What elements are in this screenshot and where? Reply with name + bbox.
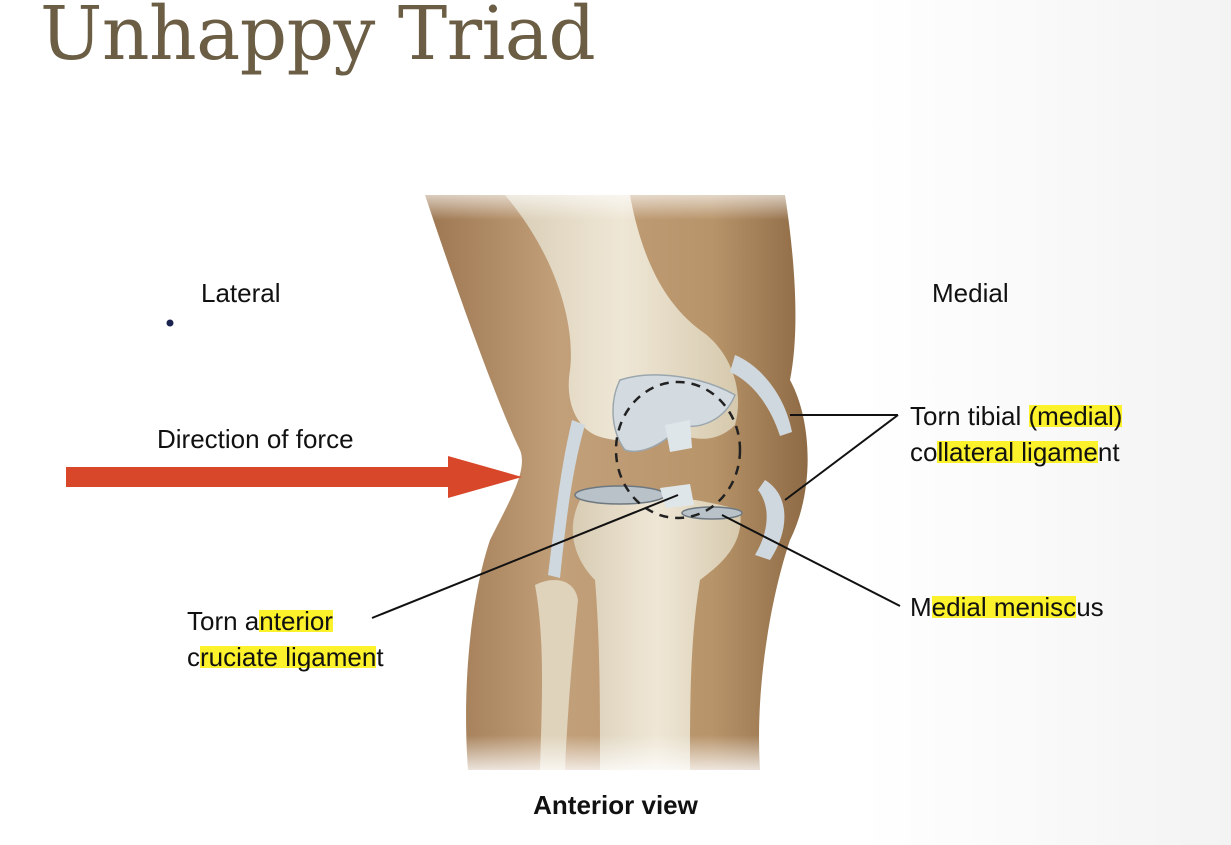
- mcl-lower-stump: [755, 480, 785, 560]
- mcl-label: Torn tibial (medial) collateral ligament: [910, 398, 1123, 470]
- acl-upper-stump: [665, 420, 692, 452]
- lateral-label: Lateral: [201, 278, 281, 308]
- mcl-label-line2: collateral ligament: [910, 437, 1120, 467]
- mcl-upper-stump: [730, 355, 792, 436]
- acl-label-line2: cruciate ligament: [187, 642, 384, 672]
- mcl-leader-lower: [784, 414, 899, 501]
- force-arrow: [66, 456, 522, 498]
- lateral-meniscus: [574, 485, 666, 505]
- diagram-caption: Anterior view: [533, 790, 698, 820]
- fibula: [535, 580, 578, 770]
- mcl-label-line1: Torn tibial (medial): [910, 401, 1123, 431]
- lateral-collateral-ligament: [548, 420, 585, 578]
- acl-label-line1: Torn anterior: [187, 606, 333, 636]
- medial-label: Medial: [932, 278, 1009, 308]
- acl-label: Torn anterior cruciate ligament: [187, 603, 384, 675]
- dot-marker: [166, 319, 174, 327]
- leg-skin: [425, 195, 808, 770]
- acl-leader: [371, 494, 679, 619]
- injury-outline: [614, 380, 742, 520]
- direction-of-force-label: Direction of force: [157, 424, 354, 454]
- tibia: [572, 494, 741, 770]
- medial-meniscus: [681, 506, 743, 520]
- meniscus-leader: [721, 514, 901, 607]
- slide-title: Unhappy Triad: [40, 0, 596, 77]
- medial-meniscus-label: Medial meniscus: [910, 592, 1104, 622]
